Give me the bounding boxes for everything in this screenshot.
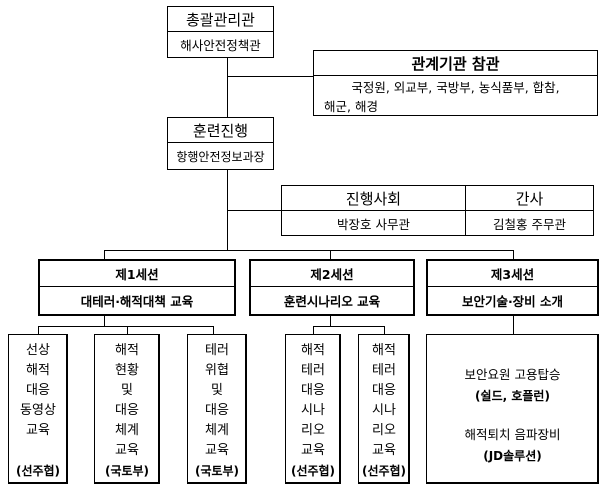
session3-box: 제3세션 보안기술·장비 소개 xyxy=(426,259,599,316)
detail-2-line: 교육 xyxy=(115,443,139,458)
connector-d4 xyxy=(313,326,314,334)
connector-staff xyxy=(227,210,281,211)
session3-item1: 보안요원 고용탑승 xyxy=(464,366,561,382)
training-title: 훈련진행 xyxy=(168,118,273,143)
detail-4-line: 대응 xyxy=(301,383,325,398)
connector-session1 xyxy=(104,250,105,260)
connector-main-vertical xyxy=(227,58,228,118)
detail-1-line: 교육 xyxy=(26,423,50,438)
connector-s1-bar xyxy=(38,326,214,327)
connector-d1 xyxy=(38,326,39,334)
connector-d2 xyxy=(127,326,128,334)
connector-d5 xyxy=(384,326,385,334)
detail-1-org: (선주협) xyxy=(15,464,61,478)
detail-1-line: 대응 xyxy=(26,383,50,398)
detail-2-line: 해적 xyxy=(115,343,139,358)
connector-s1-up xyxy=(104,316,105,326)
connector-s2-up xyxy=(330,316,331,326)
detail-2-line: 현황 xyxy=(115,363,139,378)
detail-2-line: 체계 xyxy=(115,423,139,438)
connector-sessions-bar xyxy=(104,250,514,251)
session1-title: 제1세션 xyxy=(40,261,234,287)
detail-box-3: 테러 위협 및 대응 체계 교육 (국토부) xyxy=(187,334,247,484)
detail-1-line: 선상 xyxy=(26,343,50,358)
detail-3-line: 위협 xyxy=(205,363,229,378)
agencies-members-line1: 국정원, 외교부, 국방부, 농식품부, 합참, xyxy=(351,79,560,95)
detail-2-org: (국토부) xyxy=(104,464,150,478)
session1-box: 제1세션 대테러·해적대책 교육 xyxy=(38,259,236,316)
training-subtitle: 항행안전정보과장 xyxy=(176,149,265,164)
detail-3-line: 교육 xyxy=(205,443,229,458)
session3-item2: 해적퇴치 음파장비 xyxy=(464,426,561,442)
detail-3-line: 대응 xyxy=(205,403,229,418)
detail-box-4: 해적 테러 대응 시나 리오 교육 (선주협) xyxy=(285,334,341,484)
detail-4-org: (선주협) xyxy=(290,464,336,478)
detail-2-line: 대응 xyxy=(115,403,139,418)
chief-box: 총괄관리관 해사안전정책관 xyxy=(167,6,274,58)
session3-org2: (JD솔루션) xyxy=(483,448,542,463)
detail-3-line: 및 xyxy=(211,383,223,398)
detail-3-org: (국토부) xyxy=(194,464,240,478)
connector-agencies xyxy=(227,76,313,77)
session2-subtitle: 훈련시나리오 교육 xyxy=(283,294,381,309)
detail-5-org: (선주협) xyxy=(361,464,407,478)
detail-5-line: 해적 xyxy=(372,343,396,358)
session2-box: 제2세션 훈련시나리오 교육 xyxy=(249,259,415,316)
agencies-box: 관계기관 참관 국정원, 외교부, 국방부, 농식품부, 합참, 해군, 해경 xyxy=(313,50,598,116)
moderator-title: 진행사회 xyxy=(282,186,466,211)
training-box: 훈련진행 항행안전정보과장 xyxy=(167,117,274,170)
session3-org1: (쉴드, 호플런) xyxy=(475,388,550,403)
staff-box: 진행사회 간사 박장호 사무관 김철홍 주무관 xyxy=(281,185,594,236)
detail-4-line: 해적 xyxy=(301,343,325,358)
chief-subtitle: 해사안전정책관 xyxy=(180,38,261,53)
detail-4-line: 리오 xyxy=(301,423,325,438)
connector-s2-bar xyxy=(313,326,384,327)
detail-5-line: 대응 xyxy=(372,383,396,398)
detail-1-line: 해적 xyxy=(26,363,50,378)
connector-session3 xyxy=(513,250,514,260)
session3-subtitle: 보안기술·장비 소개 xyxy=(461,294,564,309)
detail-box-1: 선상 해적 대응 동영상 교육 (선주협) xyxy=(8,334,68,484)
connector-session2 xyxy=(330,250,331,260)
detail-5-line: 교육 xyxy=(372,443,396,458)
detail-5-line: 시나 xyxy=(372,403,396,418)
session2-title: 제2세션 xyxy=(251,261,413,287)
detail-1-line: 동영상 xyxy=(20,403,56,418)
agencies-members-line2: 해군, 해경 xyxy=(324,98,378,114)
detail-4-line: 교육 xyxy=(301,443,325,458)
connector-d3 xyxy=(213,326,214,334)
detail-3-line: 테러 xyxy=(205,343,229,358)
secretary-title: 간사 xyxy=(466,186,593,211)
secretary-name: 김철홍 주무관 xyxy=(493,216,566,232)
detail-5-line: 리오 xyxy=(372,423,396,438)
detail-4-line: 테러 xyxy=(301,363,325,378)
session1-subtitle: 대테러·해적대책 교육 xyxy=(80,294,194,309)
detail-2-line: 및 xyxy=(121,383,133,398)
agencies-title: 관계기관 참관 xyxy=(314,51,597,76)
detail-4-line: 시나 xyxy=(301,403,325,418)
session3-title: 제3세션 xyxy=(428,261,597,287)
detail-5-line: 테러 xyxy=(372,363,396,378)
detail-box-5: 해적 테러 대응 시나 리오 교육 (선주협) xyxy=(358,334,410,484)
connector-s3-down xyxy=(513,316,514,334)
detail-box-2: 해적 현황 및 대응 체계 교육 (국토부) xyxy=(94,334,160,484)
detail-3-line: 체계 xyxy=(205,423,229,438)
moderator-name: 박장호 사무관 xyxy=(282,211,466,235)
chief-title: 총괄관리관 xyxy=(168,7,273,32)
session3-detail-box: 보안요원 고용탑승 (쉴드, 호플런) 해적퇴치 음파장비 (JD솔루션) xyxy=(426,334,599,484)
